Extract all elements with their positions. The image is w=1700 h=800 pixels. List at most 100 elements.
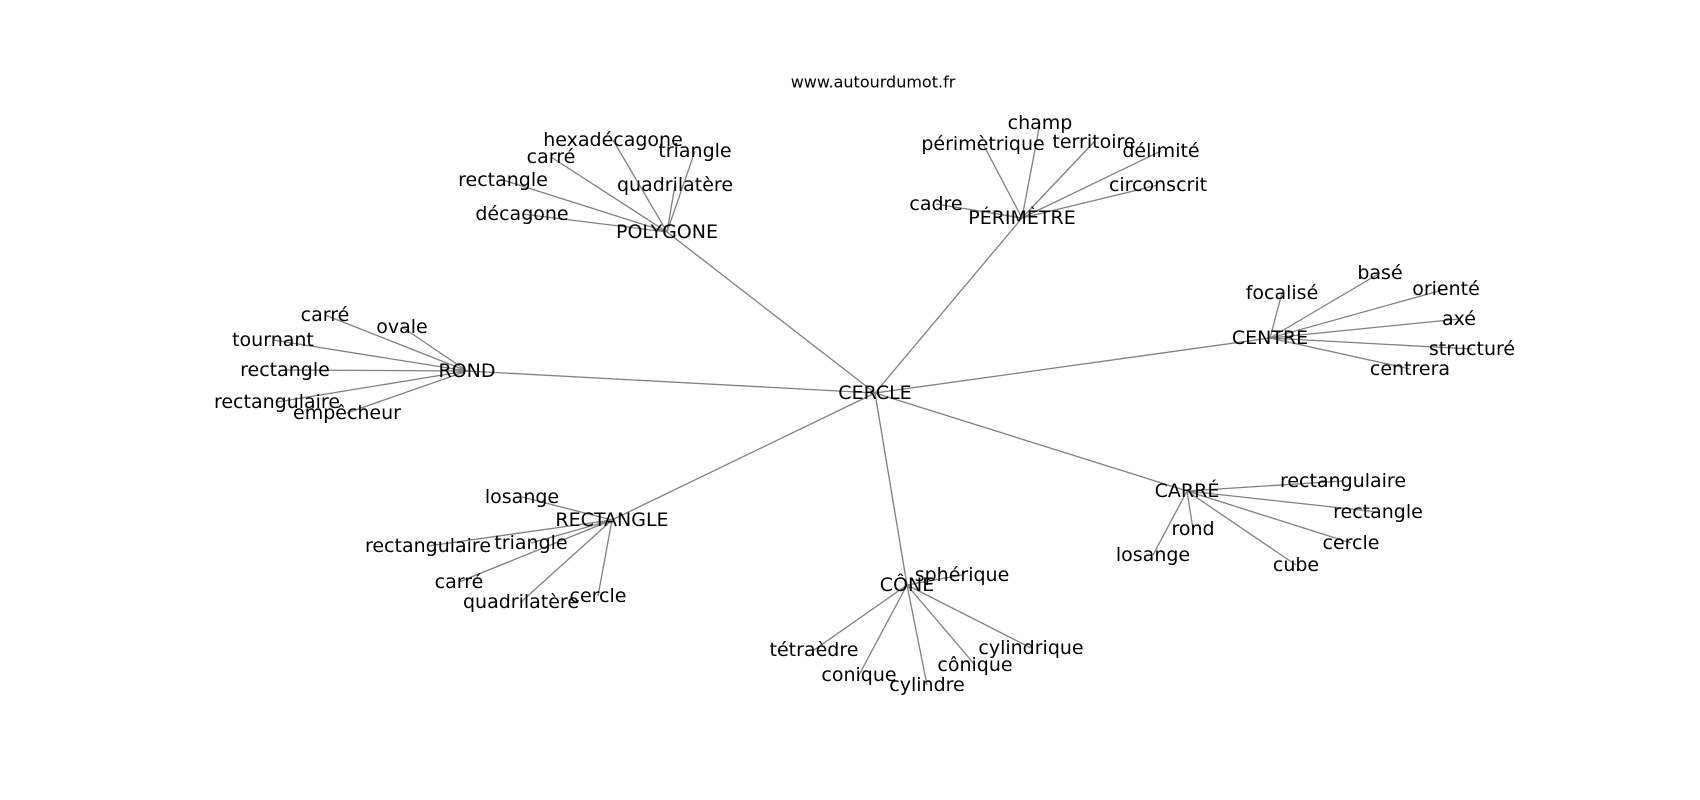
leaf-node-carre-0: rectangulaire (1280, 470, 1406, 492)
leaf-node-perimetre-0: champ (1008, 112, 1073, 134)
edge-carre-leaf-5 (1186, 490, 1297, 566)
leaf-node-rond-5: empêcheur (293, 402, 401, 424)
edge-cone-leaf-1 (906, 584, 1032, 649)
leaf-node-rond-2: tournant (232, 329, 314, 351)
edge-polygone-leaf-2 (666, 150, 696, 233)
leaf-node-polygone-0: hexadécagone (543, 129, 683, 151)
hub-node-centre: CENTRE (1232, 327, 1308, 349)
edge-carre-leaf-0 (1186, 480, 1344, 492)
edge-center-centre (874, 337, 1271, 394)
leaf-node-polygone-4: quadrilatère (617, 174, 733, 196)
edge-rond-leaf-0 (324, 314, 468, 372)
leaf-node-rond-3: rectangle (240, 359, 330, 381)
edge-rond-leaf-2 (272, 339, 468, 372)
edge-cone-leaf-4 (858, 584, 908, 676)
leaf-node-rectangle-0: losange (485, 486, 559, 508)
edge-perimetre-leaf-4 (1021, 184, 1159, 219)
edge-carre-leaf-2 (1186, 490, 1194, 530)
edge-rond-leaf-3 (284, 369, 468, 372)
edge-cone-leaf-5 (906, 584, 928, 686)
source-url: www.autourdumot.fr (791, 73, 956, 92)
leaf-node-rectangle-3: carré (435, 571, 484, 593)
edge-polygone-leaf-5 (521, 213, 668, 233)
leaf-node-rectangle-1: triangle (494, 532, 567, 554)
leaf-node-cone-4: conique (821, 664, 896, 686)
edge-cone-leaf-2 (813, 584, 908, 651)
leaf-node-perimetre-4: circonscrit (1109, 174, 1207, 196)
edge-centre-leaf-1 (1269, 292, 1283, 339)
hub-node-rectangle: RECTANGLE (555, 509, 668, 531)
leaf-node-centre-5: centrera (1370, 358, 1450, 380)
edge-rond-leaf-5 (346, 370, 468, 414)
leaf-node-centre-1: focalisé (1246, 282, 1319, 304)
leaf-node-cone-5: cylindre (889, 674, 964, 696)
leaf-node-polygone-1: carré (527, 146, 576, 168)
edge-perimetre-leaf-2 (1021, 141, 1095, 219)
edges-layer (272, 122, 1473, 686)
edge-centre-leaf-3 (1269, 318, 1460, 339)
hub-node-polygone: POLYGONE (616, 221, 718, 243)
leaf-node-cone-1: cylindrique (978, 637, 1083, 659)
edge-carre-leaf-3 (1186, 490, 1352, 544)
leaf-node-rond-0: carré (301, 304, 350, 326)
edge-perimetre-leaf-1 (982, 143, 1023, 219)
edge-center-carre (874, 392, 1188, 492)
leaf-node-rond-4: rectangulaire (214, 391, 340, 413)
edge-center-perimetre (874, 217, 1023, 394)
leaf-node-cone-2: tétraèdre (770, 639, 859, 661)
edge-rectangle-leaf-4 (597, 519, 613, 597)
edge-polygone-leaf-4 (666, 184, 676, 233)
leaf-node-carre-5: cube (1273, 554, 1319, 576)
edge-rectangle-leaf-5 (520, 519, 613, 603)
edge-polygone-leaf-1 (550, 156, 668, 233)
edge-carre-leaf-1 (1186, 490, 1379, 513)
leaf-node-centre-3: axé (1442, 308, 1476, 330)
edge-perimetre-leaf-3 (1021, 150, 1162, 219)
edge-centre-leaf-0 (1269, 272, 1381, 339)
edge-polygone-leaf-0 (612, 139, 668, 233)
edge-polygone-leaf-3 (502, 179, 668, 233)
hub-node-perimetre: PÉRIMÈTRE (968, 206, 1075, 229)
edge-center-rectangle (611, 392, 876, 521)
hub-node-rond: ROND (439, 360, 496, 382)
hub-node-carre: CARRÉ (1155, 479, 1220, 502)
center-node-label: CERCLE (838, 382, 911, 404)
edge-perimetre-leaf-0 (1021, 122, 1041, 219)
leaf-node-polygone-2: triangle (658, 140, 731, 162)
leaf-node-perimetre-2: territoire (1052, 131, 1135, 153)
leaf-node-centre-4: structuré (1429, 338, 1515, 360)
edge-cone-leaf-0 (906, 574, 963, 586)
leaf-node-polygone-3: rectangle (458, 169, 548, 191)
hub-node-cone: CÔNE (880, 572, 934, 596)
leaf-node-centre-2: orienté (1412, 278, 1480, 300)
leaf-node-rond-1: ovale (376, 316, 427, 338)
edge-rectangle-leaf-1 (530, 519, 613, 544)
edge-perimetre-leaf-5 (935, 203, 1023, 219)
leaf-node-perimetre-3: délimité (1122, 140, 1199, 162)
leaf-node-perimetre-5: cadre (909, 193, 962, 215)
leaf-node-centre-0: basé (1357, 262, 1402, 284)
edge-centre-leaf-4 (1269, 337, 1473, 350)
leaf-node-carre-1: rectangle (1333, 501, 1423, 523)
edge-centre-leaf-2 (1269, 288, 1447, 339)
edge-carre-leaf-4 (1152, 490, 1188, 556)
edge-centre-leaf-5 (1269, 337, 1411, 370)
edge-center-cone (874, 392, 908, 586)
edge-rond-leaf-4 (276, 370, 468, 403)
leaf-node-cone-0: sphérique (915, 564, 1010, 586)
edge-rectangle-leaf-0 (521, 496, 613, 521)
leaf-node-cone-3: cônique (937, 654, 1012, 676)
edge-center-polygone (666, 231, 876, 394)
edge-rectangle-leaf-3 (458, 519, 613, 583)
leaf-node-carre-4: losange (1116, 544, 1190, 566)
leaf-node-rectangle-4: cercle (570, 585, 627, 607)
leaf-node-rectangle-2: rectangulaire (365, 535, 491, 557)
leaf-node-carre-2: rond (1171, 518, 1214, 540)
leaf-node-carre-3: cercle (1323, 532, 1380, 554)
leaf-node-perimetre-1: périmètrique (921, 133, 1044, 155)
edge-rond-leaf-1 (401, 326, 468, 372)
edge-rectangle-leaf-2 (427, 519, 613, 547)
leaf-node-polygone-5: décagone (475, 203, 568, 225)
